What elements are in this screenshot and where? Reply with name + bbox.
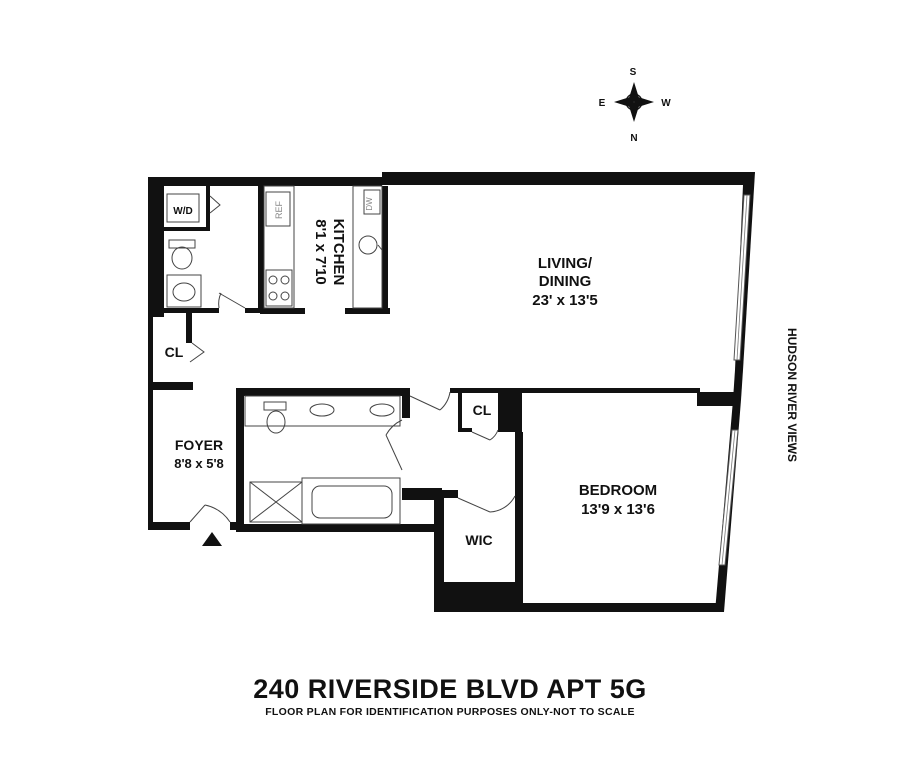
- compass-rose-icon: S N E W: [599, 67, 672, 144]
- entry-arrow-icon: [202, 532, 222, 546]
- refrigerator-label: REF: [274, 200, 284, 219]
- page-title: 240 RIVERSIDE BLVD APT 5G: [253, 674, 647, 704]
- foyer-closet-label: CL: [165, 344, 184, 360]
- kitchen-name: KITCHEN: [330, 219, 347, 286]
- foyer-name: FOYER: [175, 437, 223, 453]
- living-name-line2: DINING: [539, 273, 592, 290]
- dishwasher-label: DW: [365, 197, 374, 211]
- door-swings: [189, 195, 516, 523]
- compass-north-label: N: [630, 133, 637, 144]
- room-labels: LIVING/ DINING 23' x 13'5 KITCHEN 8'1 x …: [165, 219, 658, 548]
- interior-walls: [153, 186, 735, 612]
- washer-dryer-label: W/D: [173, 206, 192, 217]
- living-dims: 23' x 13'5: [532, 292, 598, 309]
- compass-south-label: S: [630, 67, 637, 78]
- bedroom-closet-label: CL: [473, 402, 492, 418]
- bedroom-dims: 13'9 x 13'6: [581, 501, 655, 518]
- compass-east-label: E: [599, 98, 606, 109]
- kitchen-dims: 8'1 x 7'10: [312, 219, 329, 285]
- fixtures: W/D REF DW: [166, 185, 401, 525]
- view-label: HUDSON RIVER VIEWS: [785, 328, 799, 462]
- disclaimer: FLOOR PLAN FOR IDENTIFICATION PURPOSES O…: [265, 706, 635, 718]
- wic-label: WIC: [465, 532, 492, 548]
- windows: [718, 194, 751, 566]
- living-name-line1: LIVING/: [538, 255, 593, 272]
- compass-west-label: W: [661, 98, 671, 109]
- bedroom-name: BEDROOM: [579, 482, 657, 499]
- foyer-dims: 8'8 x 5'8: [174, 456, 224, 471]
